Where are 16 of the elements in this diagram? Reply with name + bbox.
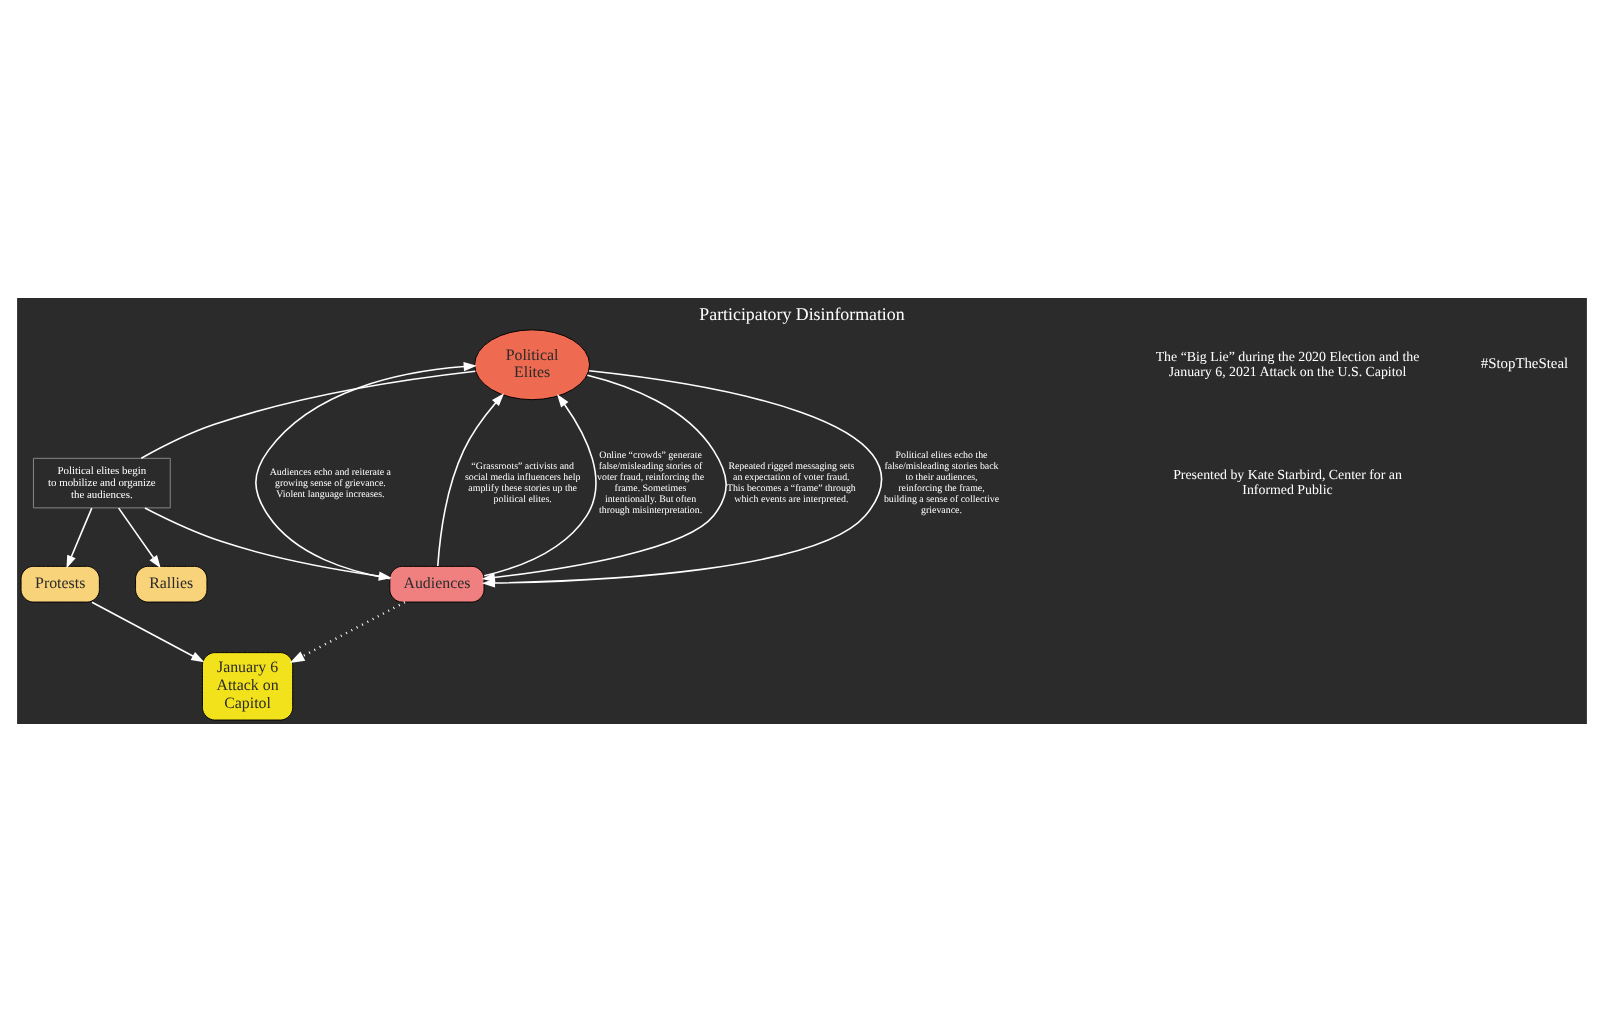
node-box: Rallies	[135, 564, 208, 602]
arrow	[144, 506, 392, 580]
arrow	[289, 600, 406, 663]
label: #StopTheSteal	[1480, 353, 1569, 372]
node-box: Protests	[20, 564, 100, 602]
node-box: Audiences	[389, 564, 485, 602]
arrow	[437, 392, 505, 566]
node-ellipse: Political Elites	[474, 328, 591, 400]
connector	[140, 369, 477, 459]
arrow	[117, 506, 161, 568]
node-box: January 6 Attack on Capitol	[201, 651, 294, 720]
diagram-title: Participatory Disinformation	[699, 303, 905, 324]
arrow	[255, 361, 477, 579]
arrow	[91, 600, 205, 662]
arrow	[483, 393, 597, 576]
arrow	[66, 506, 93, 568]
